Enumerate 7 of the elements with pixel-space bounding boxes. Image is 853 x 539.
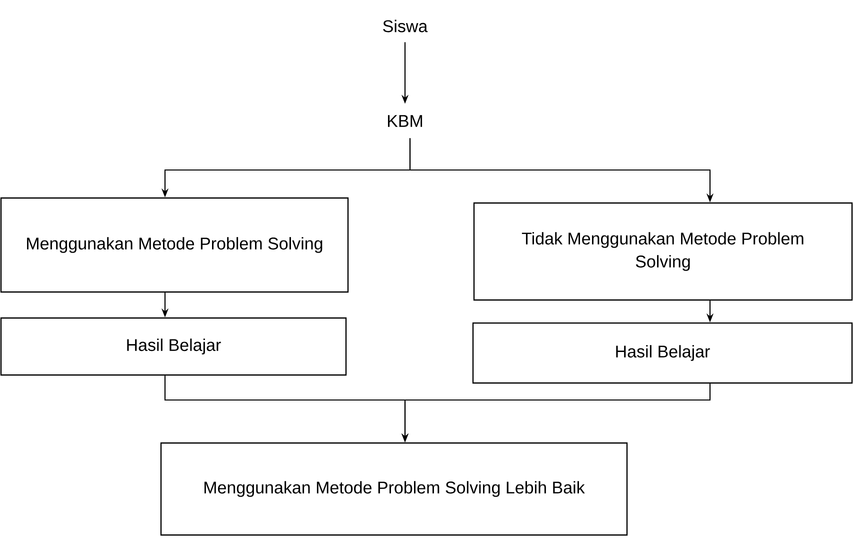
node-label: Siswa xyxy=(383,20,428,32)
process-box: Menggunakan Metode Problem Solving xyxy=(0,197,349,293)
node-label: KBM xyxy=(388,115,422,127)
process-box: Hasil Belajar xyxy=(0,317,347,376)
process-box: Hasil Belajar xyxy=(472,322,853,384)
process-box: Tidak Menggunakan Metode Problem Solving xyxy=(473,202,853,301)
process-box: Menggunakan Metode Problem Solving Lebih Baik xyxy=(160,442,628,536)
